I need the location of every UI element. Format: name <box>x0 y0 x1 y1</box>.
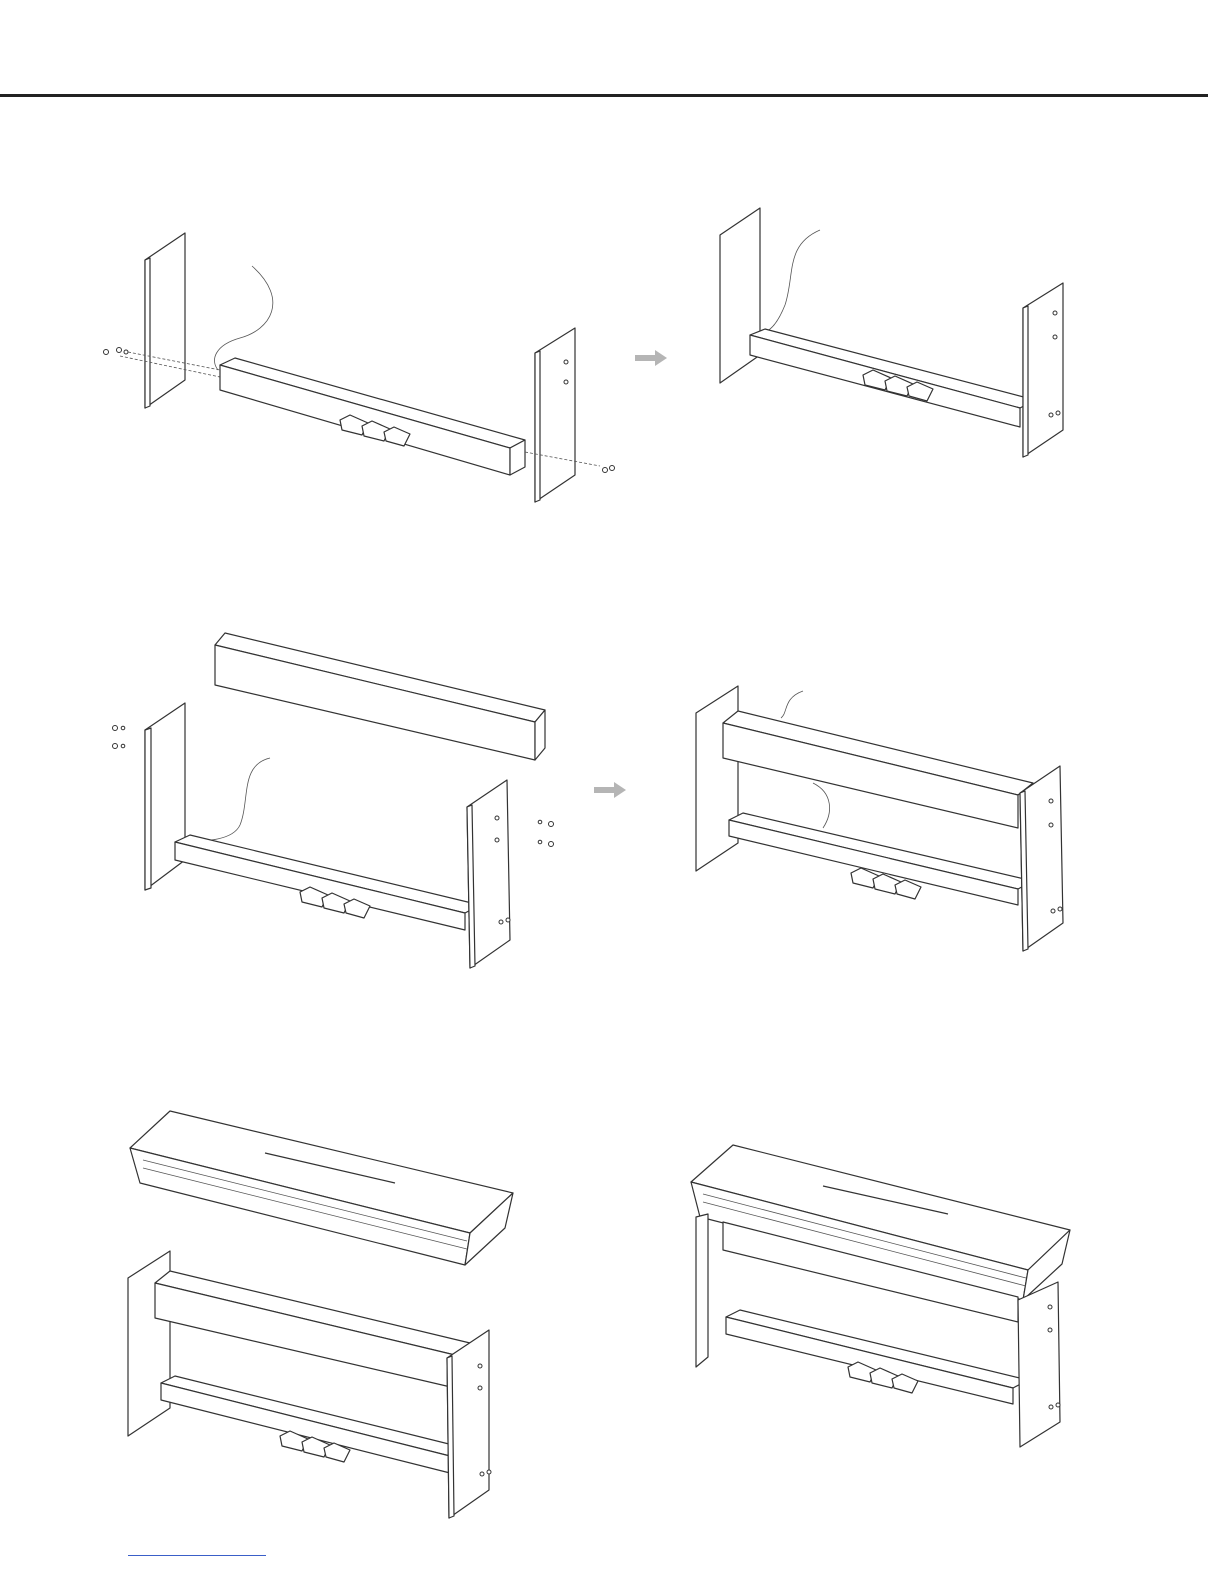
step2-assembled-figure <box>693 683 1073 958</box>
step3-assembled-figure <box>688 1142 1073 1452</box>
step1-assembled-figure <box>715 205 1075 465</box>
right-arrow-icon <box>635 350 667 371</box>
header-rule <box>0 94 1208 97</box>
footer-link-underline[interactable] <box>128 1555 266 1556</box>
right-arrow-icon <box>594 782 626 803</box>
step3-exploded-figure <box>125 1108 525 1523</box>
step1-exploded-figure <box>100 230 620 510</box>
step2-exploded-figure <box>105 630 565 975</box>
